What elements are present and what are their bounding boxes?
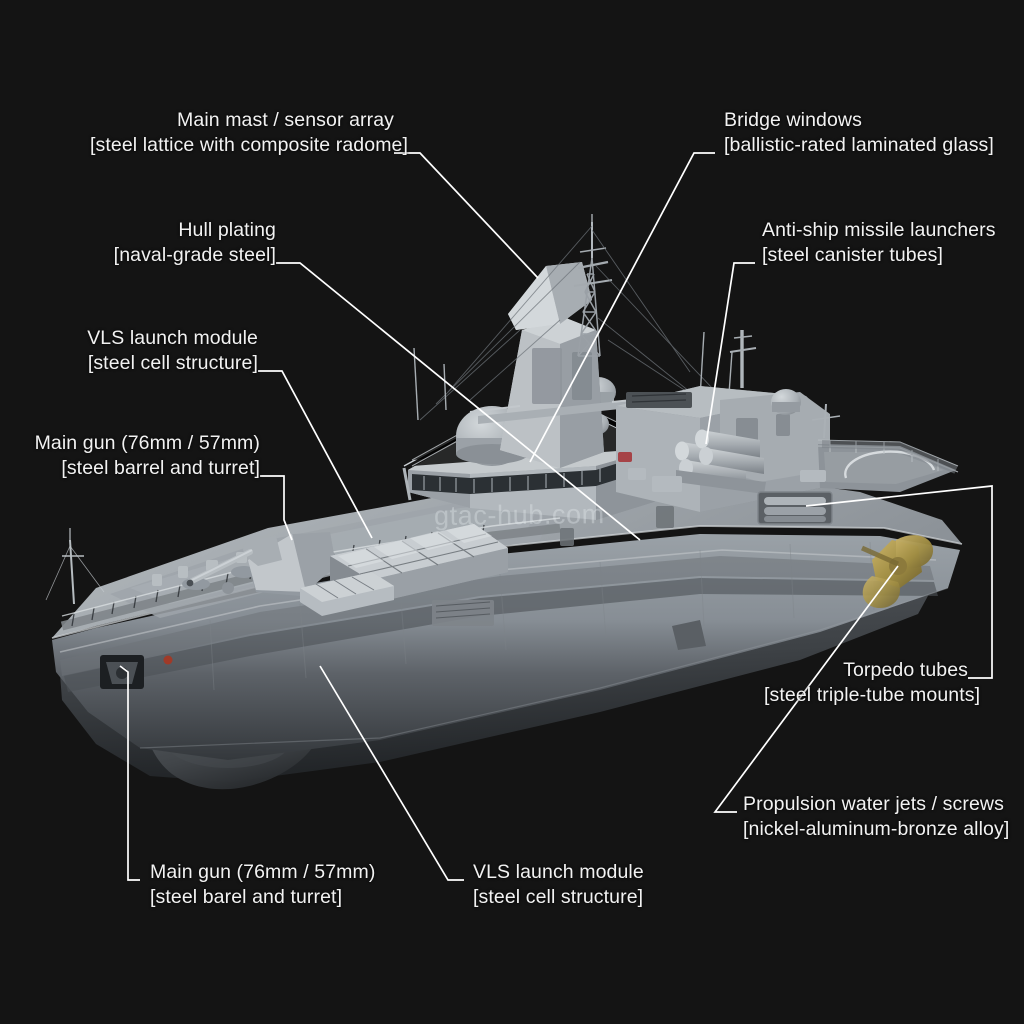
leader-torpedo-tubes bbox=[805, 485, 993, 679]
leader-main-gun-lower bbox=[119, 665, 140, 881]
annotation-vls-lower: VLS launch module [steel cell structure] bbox=[473, 860, 713, 910]
annotation-title: VLS launch module bbox=[473, 861, 644, 883]
annotation-vls-upper: VLS launch module [steel cell structure] bbox=[22, 326, 258, 376]
annotation-title: Main mast / sensor array bbox=[177, 109, 394, 131]
annotation-title: Main gun (76mm / 57mm) bbox=[150, 861, 376, 883]
leader-hull-plating bbox=[276, 262, 641, 541]
annotation-material: [ballistic-rated laminated glass] bbox=[724, 134, 994, 156]
annotation-title: Anti-ship missile launchers bbox=[762, 219, 996, 241]
annotation-material: [nickel-aluminum-bronze alloy] bbox=[743, 818, 1010, 840]
annotation-material: [steel canister tubes] bbox=[762, 244, 944, 266]
leader-main-mast bbox=[394, 152, 539, 279]
leader-vls-upper bbox=[258, 370, 373, 539]
leader-propulsion bbox=[713, 565, 899, 813]
annotation-material: [steel lattice with composite radome] bbox=[90, 134, 409, 156]
annotation-main-gun-lower: Main gun (76mm / 57mm) [steel barel and … bbox=[150, 860, 400, 910]
annotation-main-gun-upper: Main gun (76mm / 57mm) [steel barrel and… bbox=[10, 431, 260, 481]
annotation-material: [steel cell structure] bbox=[473, 886, 644, 908]
annotation-hull-plating: Hull plating [naval-grade steel] bbox=[40, 218, 276, 268]
leader-ssm bbox=[705, 262, 755, 445]
annotation-torpedo-tubes: Torpedo tubes [steel triple-tube mounts] bbox=[764, 658, 981, 708]
annotation-material: [steel barrel and turret] bbox=[61, 457, 260, 479]
annotation-title: Torpedo tubes bbox=[843, 659, 968, 681]
annotation-title: Main gun (76mm / 57mm) bbox=[34, 432, 260, 454]
annotation-propulsion: Propulsion water jets / screws [nickel-a… bbox=[743, 792, 1015, 842]
annotation-material: [naval-grade steel] bbox=[113, 244, 276, 266]
annotation-material: [steel barel and turret] bbox=[150, 886, 343, 908]
leader-bridge-windows bbox=[529, 152, 715, 463]
leader-vls-lower bbox=[319, 665, 464, 881]
leader-main-gun-upper bbox=[260, 475, 293, 541]
annotation-main-mast: Main mast / sensor array [steel lattice … bbox=[90, 108, 409, 158]
annotation-material: [steel triple-tube mounts] bbox=[764, 684, 981, 706]
annotation-title: VLS launch module bbox=[87, 327, 258, 349]
annotation-title: Bridge windows bbox=[724, 109, 862, 131]
annotation-title: Propulsion water jets / screws bbox=[743, 793, 1004, 815]
annotation-bridge-windows: Bridge windows [ballistic-rated laminate… bbox=[724, 108, 1014, 158]
annotation-material: [steel cell structure] bbox=[87, 352, 258, 374]
annotation-ssm-launchers: Anti-ship missile launchers [steel canis… bbox=[762, 218, 1014, 268]
annotation-title: Hull plating bbox=[178, 219, 276, 241]
